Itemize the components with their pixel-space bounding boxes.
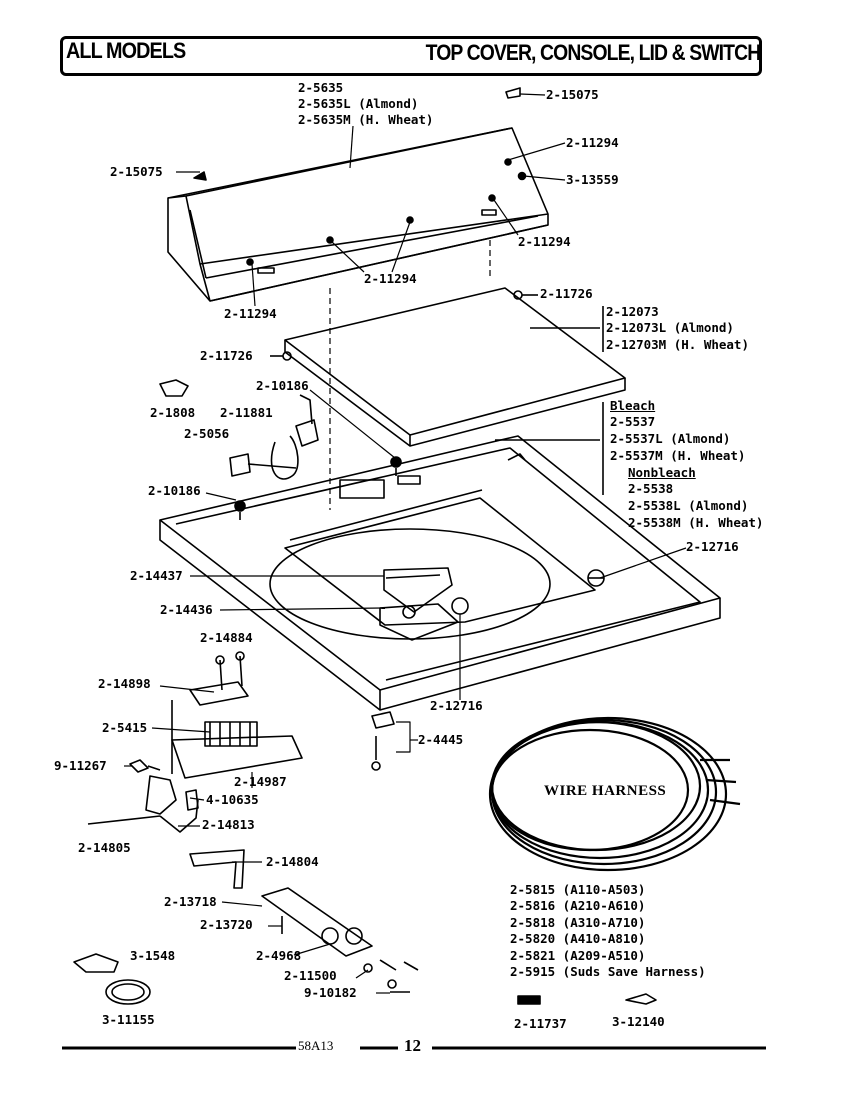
part-label: 2-11737 xyxy=(514,1016,567,1031)
nonbleach-heading: Nonbleach xyxy=(628,465,696,480)
part-label: 2-11881 xyxy=(220,405,273,420)
footer-code: 58A13 xyxy=(298,1038,334,1053)
top-cover-nonbleach-wheat: 2-5538M (H. Wheat) xyxy=(628,515,764,530)
harness-item: 2-5818 (A310-A710) xyxy=(510,915,646,930)
top-cover-bleach-number: 2-5537 xyxy=(610,414,656,429)
header-right-title: TOP COVER, CONSOLE, LID & SWITCH xyxy=(425,40,761,65)
part-label: 2-13720 xyxy=(200,917,253,932)
header-left-title: ALL MODELS xyxy=(66,38,186,63)
harness-item: 2-5821 (A209-A510) xyxy=(510,948,646,963)
part-label: 3-1548 xyxy=(130,948,176,963)
console-part-almond: 2-5635L (Almond) xyxy=(298,96,419,111)
part-label: 2-14437 xyxy=(130,568,183,583)
part-label: 2-14898 xyxy=(98,676,151,691)
part-label: 2-15075 xyxy=(546,87,599,102)
console-part-number: 2-5635 xyxy=(298,80,344,95)
part-label: 2-14804 xyxy=(266,854,319,869)
lid-part-wheat: 2-12703M (H. Wheat) xyxy=(606,337,749,352)
part-label: 3-11155 xyxy=(102,1012,155,1027)
part-label: 2-11726 xyxy=(200,348,253,363)
page-number: 12 xyxy=(404,1036,421,1055)
part-label: 2-15075 xyxy=(110,164,163,179)
part-label: 2-14813 xyxy=(202,817,255,832)
part-label: 2-12716 xyxy=(686,539,739,554)
console-drawing xyxy=(167,87,549,302)
lid-drawing xyxy=(270,287,626,447)
console-part-wheat: 2-5635M (H. Wheat) xyxy=(298,112,434,127)
part-label: 2-14436 xyxy=(160,602,213,617)
header-box xyxy=(60,36,762,76)
part-label: 2-11500 xyxy=(284,968,337,983)
wire-harness-title: WIRE HARNESS xyxy=(544,783,667,799)
lid-part-number: 2-12073 xyxy=(606,304,659,319)
harness-item: 2-5816 (A210-A610) xyxy=(510,898,646,913)
part-label: 2-11294 xyxy=(518,234,571,249)
part-label: 2-11294 xyxy=(224,306,277,321)
part-label: 2-12716 xyxy=(430,698,483,713)
top-cover-drawing xyxy=(159,402,721,711)
bleach-heading: Bleach xyxy=(610,398,656,413)
wire-harness-drawing xyxy=(488,716,741,872)
part-label: 2-14987 xyxy=(234,774,287,789)
top-cover-nonbleach-almond: 2-5538L (Almond) xyxy=(628,498,749,513)
part-label: 2-4445 xyxy=(418,732,464,747)
part-label: 3-13559 xyxy=(566,172,619,187)
harness-item: 2-5915 (Suds Save Harness) xyxy=(510,964,706,979)
part-label: 2-13718 xyxy=(164,894,217,909)
part-label: 2-1808 xyxy=(150,405,196,420)
part-label: 2-5056 xyxy=(184,426,230,441)
part-label: 2-11294 xyxy=(566,135,619,150)
small-parts-drawing xyxy=(73,953,657,1005)
part-label: 9-11267 xyxy=(54,758,107,773)
part-label: 2-14805 xyxy=(78,840,131,855)
top-cover-nonbleach-number: 2-5538 xyxy=(628,481,674,496)
part-label: 2-5415 xyxy=(102,720,148,735)
part-label: 2-14884 xyxy=(200,630,253,645)
harness-item: 2-5820 (A410-A810) xyxy=(510,931,646,946)
harness-item: 2-5815 (A110-A503) xyxy=(510,882,646,897)
top-cover-bleach-wheat: 2-5537M (H. Wheat) xyxy=(610,448,746,463)
part-label: 4-10635 xyxy=(206,792,259,807)
top-cover-bleach-almond: 2-5537L (Almond) xyxy=(610,431,731,446)
part-label: 9-10182 xyxy=(304,985,357,1000)
part-label: 2-10186 xyxy=(148,483,201,498)
part-label: 2-11726 xyxy=(540,286,593,301)
part-label: 2-11294 xyxy=(364,271,417,286)
lid-part-almond: 2-12073L (Almond) xyxy=(606,320,734,335)
part-label: 2-10186 xyxy=(256,378,309,393)
part-label: 2-4968 xyxy=(256,948,302,963)
part-label: 3-12140 xyxy=(612,1014,665,1029)
